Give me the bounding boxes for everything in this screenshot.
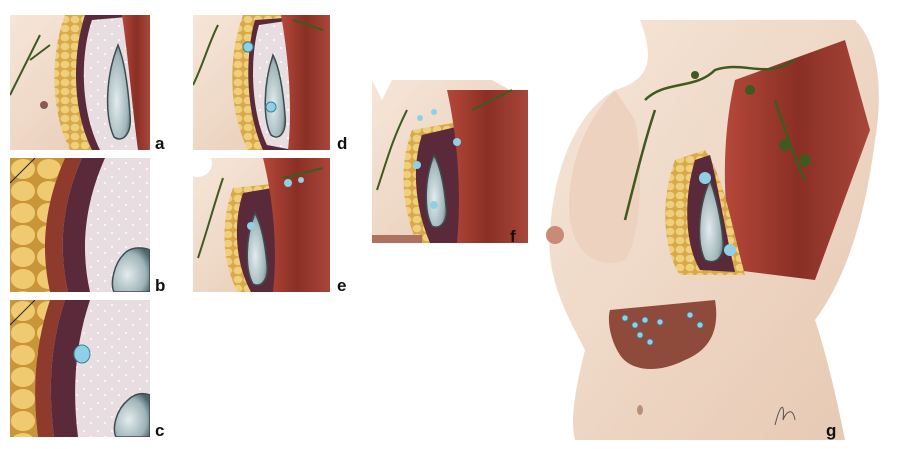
panel-label-g: g [826, 421, 837, 440]
panel-f-illustration [372, 80, 528, 243]
panel-label-d: d [337, 134, 348, 153]
panel-label-a: a [155, 134, 165, 153]
panel-b-illustration [10, 158, 150, 292]
panel-e-illustration [193, 158, 330, 292]
panel-a-illustration [10, 15, 150, 150]
panel-label-f: f [510, 227, 516, 246]
panel-label-e: e [337, 276, 347, 295]
panel-c-illustration [10, 300, 150, 437]
panel-label-b: b [155, 276, 166, 295]
panel-g-illustration [545, 20, 890, 440]
panel-label-c: c [155, 421, 165, 440]
panel-d-illustration [193, 15, 330, 150]
